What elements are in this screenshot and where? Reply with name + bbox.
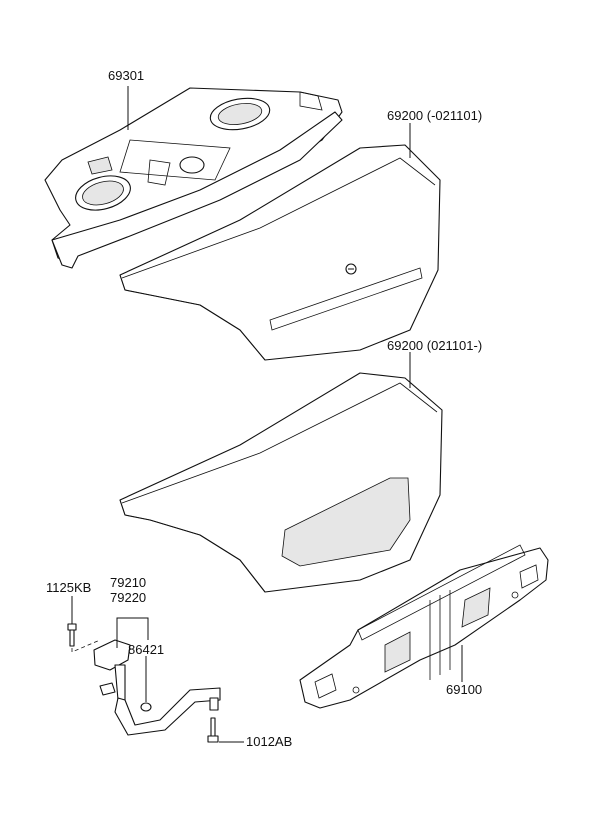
bumper-86421[interactable]	[140, 702, 152, 712]
rear-package-tray[interactable]	[44, 87, 343, 269]
bolt-1125kb[interactable]	[67, 623, 77, 647]
trunk-lid-early[interactable]	[119, 144, 441, 361]
label-86421: 86421	[128, 642, 164, 657]
dash-1125kb	[71, 639, 101, 653]
trunk-lid-late[interactable]	[119, 372, 443, 593]
bolt-1012ab[interactable]	[207, 717, 219, 743]
hinge-assembly[interactable]	[93, 639, 221, 736]
label-1125kb: 1125KB	[46, 580, 91, 595]
label-1012ab: 1012AB	[246, 734, 292, 749]
label-79210: 79210	[110, 575, 146, 590]
trim-panel[interactable]	[299, 544, 549, 709]
label-69200-late: 69200 (021101-)	[387, 338, 482, 353]
label-69200-early: 69200 (-021101)	[387, 108, 482, 123]
label-69100: 69100	[446, 682, 482, 697]
bracket-79210	[116, 617, 149, 648]
label-69301: 69301	[108, 68, 144, 83]
label-79220: 79220	[110, 590, 146, 605]
